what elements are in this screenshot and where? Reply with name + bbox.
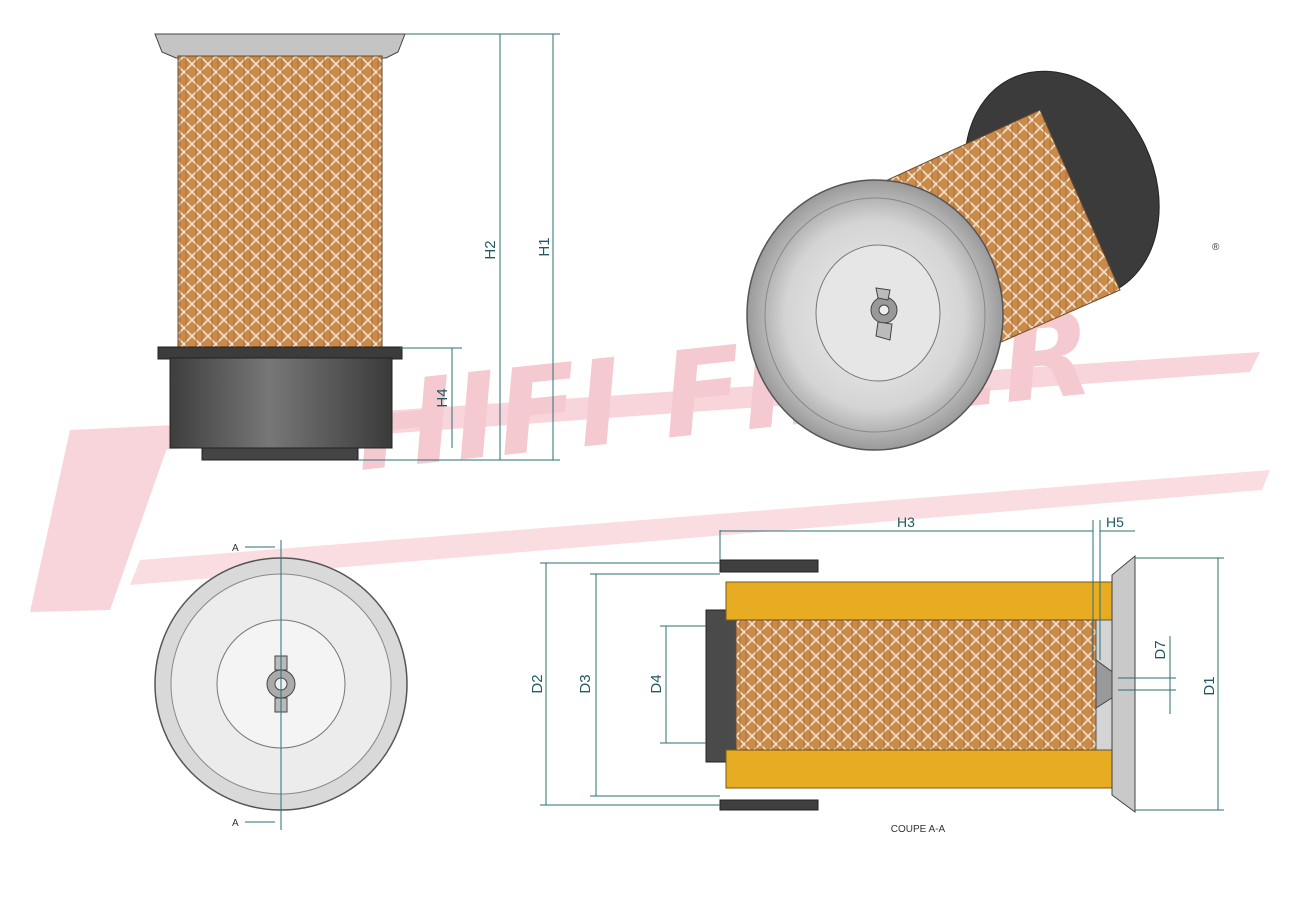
section-marker-top: A	[232, 543, 239, 554]
outlet-neck	[201, 447, 359, 461]
h3-label: H3	[897, 514, 915, 530]
d4-label: D4	[648, 674, 665, 693]
section-marker-bottom: A	[232, 818, 239, 829]
h5-label: H5	[1106, 514, 1124, 530]
upper-seal	[725, 581, 1131, 621]
h1-label: H1	[536, 237, 553, 256]
end-cap-section	[1111, 554, 1136, 813]
registered-mark: ®	[1212, 242, 1220, 253]
d1-label: D1	[1201, 676, 1218, 695]
filter-media	[177, 55, 383, 351]
side-elevation-view	[154, 33, 406, 461]
d3-label: D3	[577, 674, 594, 693]
section-caption: COUPE A-A	[891, 824, 946, 835]
section-dimensions: H3 H5 D2 D3 D4 D7 D1 COUPE A-A	[529, 514, 1224, 835]
isometric-view	[746, 70, 1160, 451]
top-end-cap	[154, 33, 406, 59]
cross-section-view	[705, 554, 1136, 813]
side-dimensions: H2 H1 H4	[358, 33, 560, 461]
h2-label: H2	[482, 240, 499, 259]
rubber-end	[169, 357, 393, 449]
d7-label: D7	[1152, 640, 1169, 659]
rubber-end-section	[705, 609, 737, 763]
watermark-stripe	[130, 470, 1270, 585]
end-cap-rim	[764, 197, 986, 433]
lower-seal	[725, 749, 1131, 789]
fin-ring	[157, 346, 403, 360]
d2-label: D2	[529, 674, 546, 693]
end-view: A A	[154, 540, 408, 830]
watermark-stripe	[30, 425, 175, 612]
filter-media-section	[735, 619, 1097, 751]
h4-label: H4	[434, 388, 451, 407]
